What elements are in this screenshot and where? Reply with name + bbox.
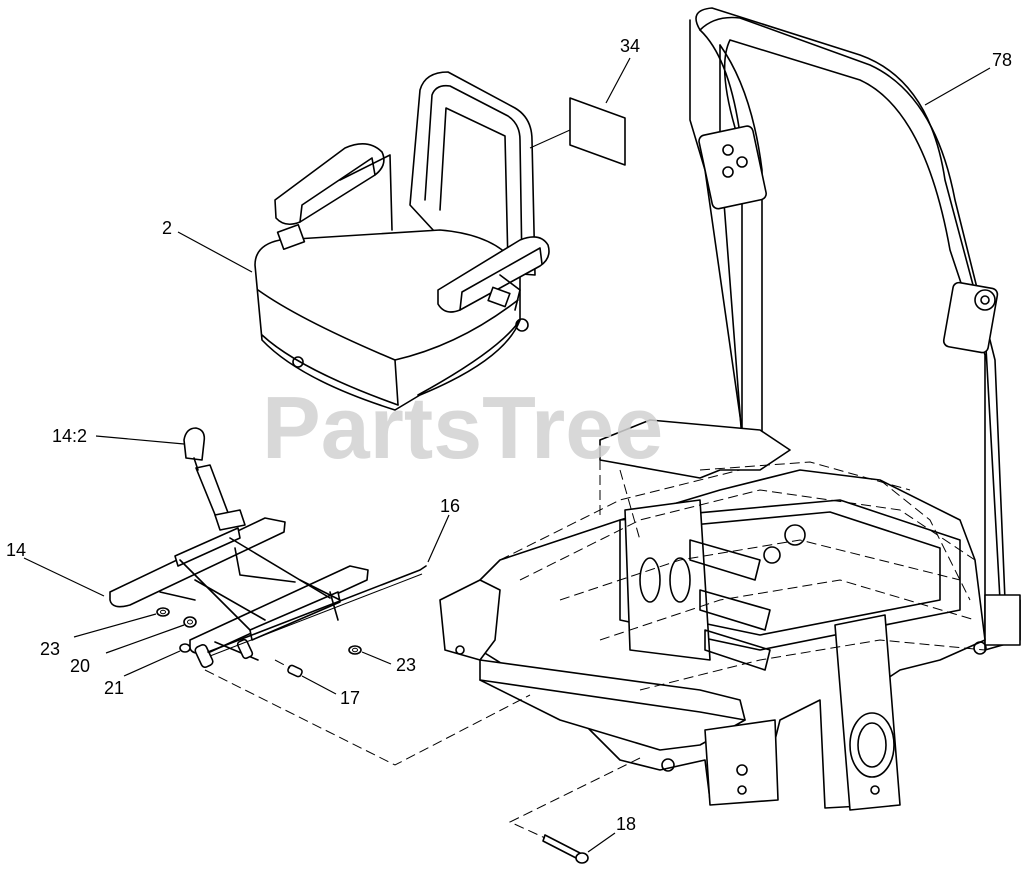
callout-23-left: 23 [40, 639, 60, 659]
seat-backrest [409, 71, 536, 276]
pin-17[interactable] [287, 664, 303, 678]
callout-16: 16 [440, 496, 460, 516]
callout-14: 14 [6, 540, 26, 560]
bushing-20[interactable] [183, 616, 197, 628]
callout-2: 2 [162, 218, 172, 238]
leader-23-left [73, 613, 157, 638]
leader-17 [301, 675, 337, 695]
nut-23-left[interactable] [156, 607, 170, 617]
leader-23-right [361, 651, 392, 665]
leader-18 [587, 832, 616, 853]
latch-lever[interactable] [183, 427, 246, 531]
leader-21 [123, 650, 181, 677]
bolt-18[interactable] [542, 834, 589, 864]
rops-base-mount [984, 594, 1021, 646]
nut-23-right[interactable] [348, 645, 362, 655]
assembly-line-plate [204, 669, 531, 766]
leader-14 [23, 557, 105, 597]
leader-34 [605, 57, 631, 104]
callout-34: 34 [620, 36, 640, 56]
assembly-line-bolt [508, 757, 641, 839]
seat-belt-buckle [276, 223, 306, 251]
callout-21: 21 [104, 678, 124, 698]
leader-14-2 [95, 435, 185, 445]
watermark: PartsTree [262, 378, 663, 477]
callout-20: 20 [70, 656, 90, 676]
seat-assembly[interactable] [254, 71, 550, 411]
seat-mounting-plate[interactable] [109, 517, 369, 669]
leader-16 [427, 514, 450, 563]
seat-armrest-left [274, 143, 385, 226]
callout-14-2: 14:2 [52, 426, 87, 446]
leader-78 [924, 67, 991, 106]
rod[interactable] [207, 565, 427, 653]
callout-23-right: 23 [396, 655, 416, 675]
rops-roll-bar[interactable] [689, 7, 1021, 651]
leader-2 [177, 231, 253, 273]
seat-belt-latch [487, 286, 511, 308]
decal[interactable] [569, 97, 626, 166]
spacer-21[interactable] [179, 643, 191, 653]
mower-frame[interactable] [439, 419, 987, 811]
callout-17: 17 [340, 688, 360, 708]
leader-20 [105, 624, 185, 654]
callout-18: 18 [616, 814, 636, 834]
callout-78: 78 [992, 50, 1012, 70]
rops-pivot-bracket-upper [698, 125, 767, 210]
rops-pivot-bracket-lower [942, 281, 999, 354]
